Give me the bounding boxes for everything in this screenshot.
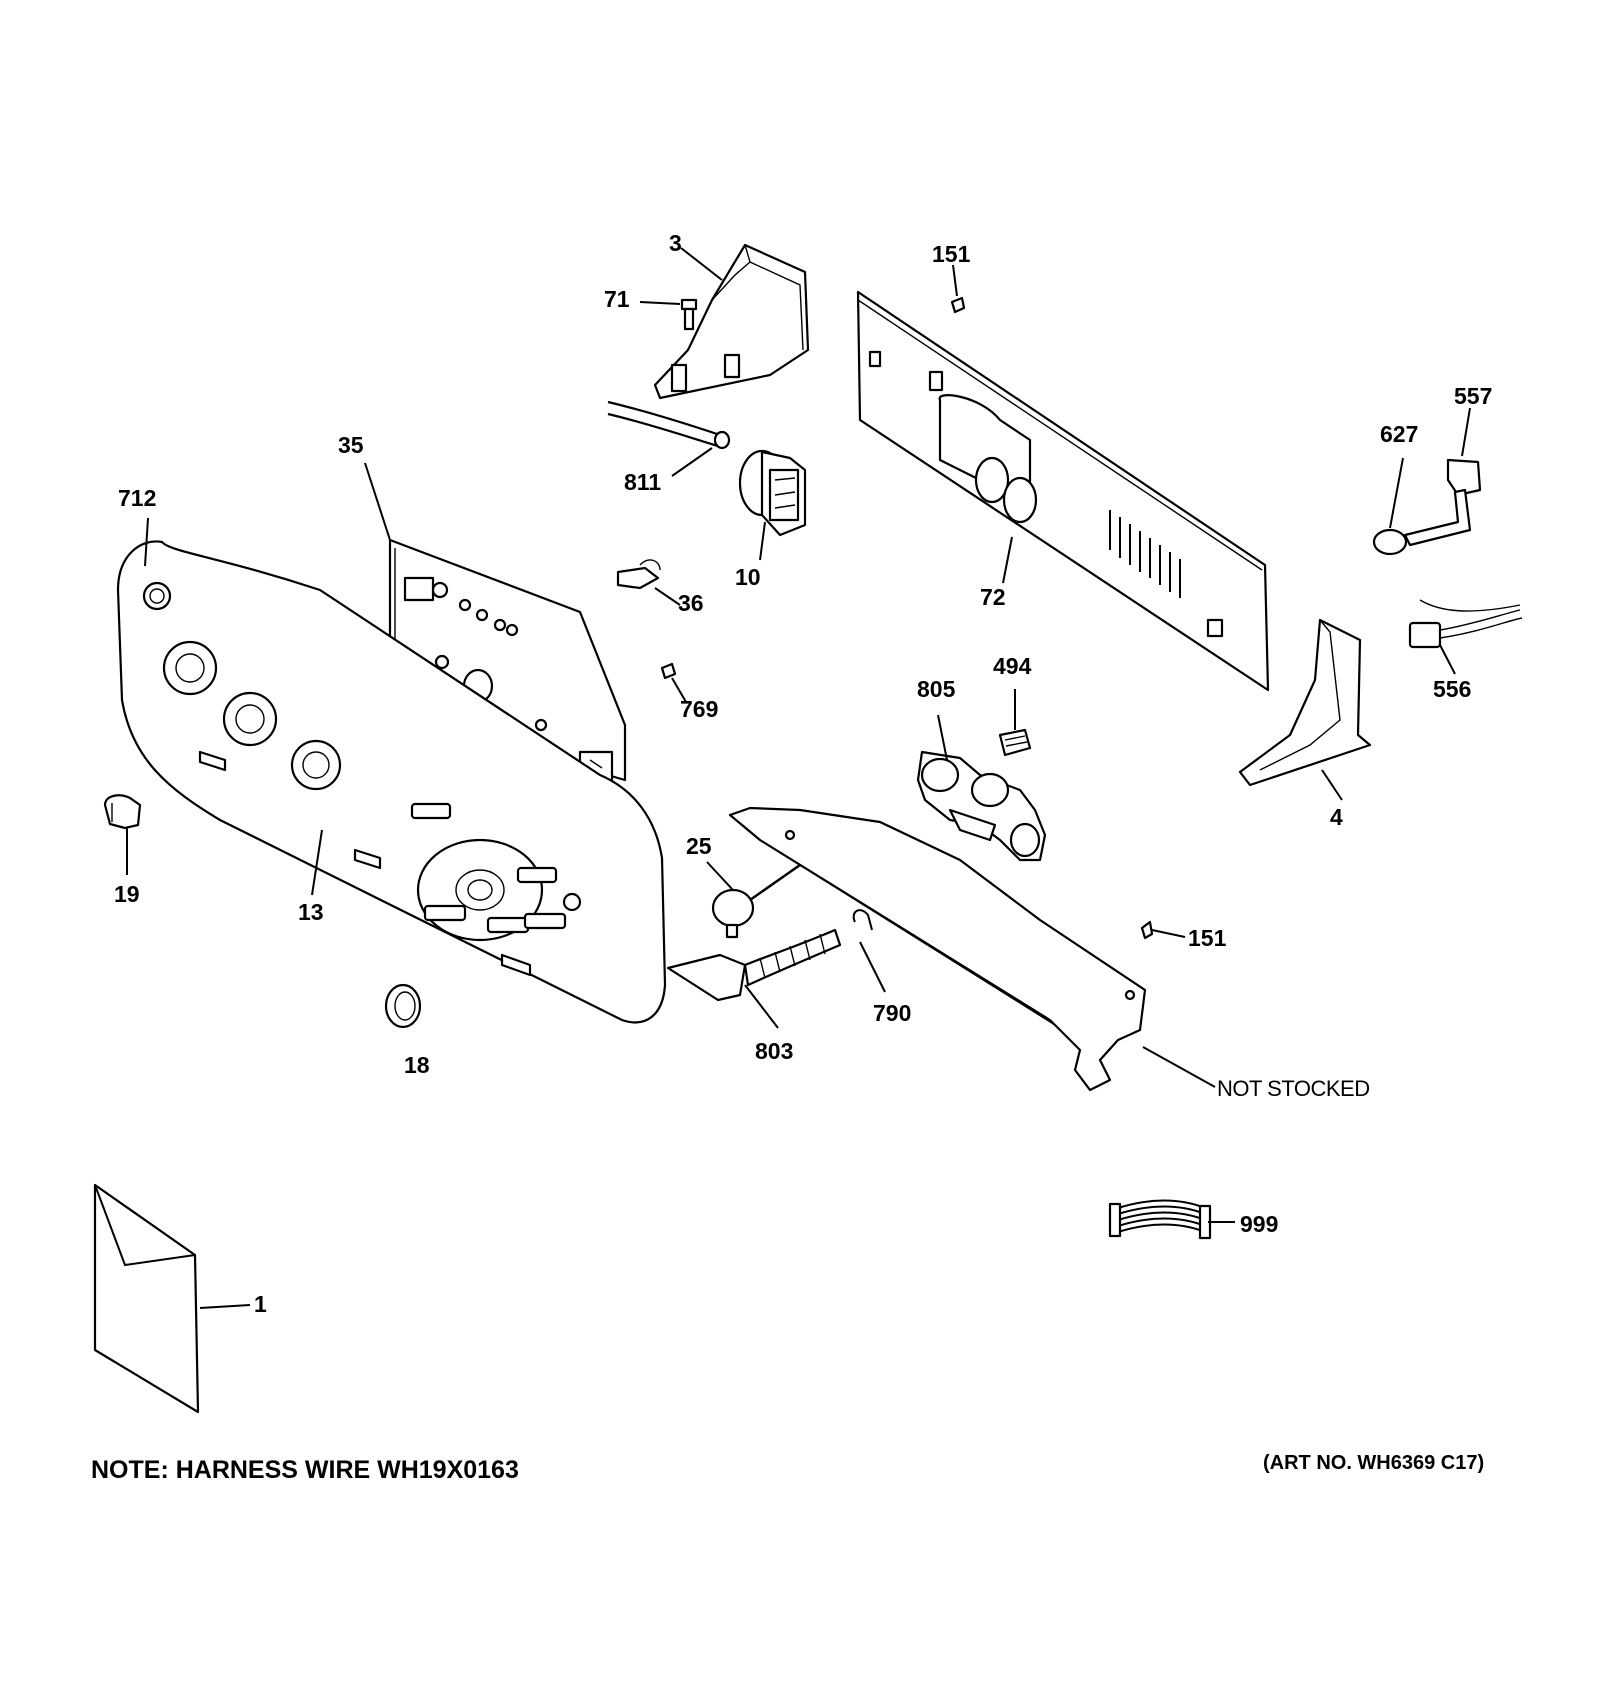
not-stocked-label: NOT STOCKED — [1217, 1076, 1370, 1101]
part-151-screw-top — [950, 296, 966, 314]
callout-71: 71 — [604, 286, 630, 312]
callout-3: 3 — [669, 230, 682, 256]
callout-769: 769 — [680, 696, 719, 722]
part-72-back-panel — [856, 290, 1270, 692]
callout-556: 556 — [1433, 676, 1472, 702]
part-18-ring — [384, 983, 422, 1029]
part-19-knob — [103, 794, 142, 830]
callout-10: 10 — [735, 564, 761, 590]
part-805-water-valve — [916, 750, 1047, 862]
callout-1: 1 — [254, 1291, 267, 1317]
callout-803: 803 — [755, 1038, 794, 1064]
callout-72: 72 — [980, 584, 1006, 610]
callout-494: 494 — [993, 653, 1032, 679]
callout-25: 25 — [686, 833, 712, 859]
part-25-air-dome — [711, 863, 801, 939]
part-4-end-bracket — [1238, 618, 1372, 787]
callout-151-right: 151 — [1188, 925, 1227, 951]
callout-35: 35 — [338, 432, 364, 458]
callout-151-top: 151 — [932, 241, 971, 267]
part-769-screw — [660, 662, 677, 680]
part-557-power-cord — [1403, 458, 1482, 547]
callout-712: 712 — [118, 485, 157, 511]
harness-note: NOTE: HARNESS WIRE WH19X0163 — [91, 1456, 519, 1484]
callout-557: 557 — [1454, 383, 1493, 409]
part-803-bracket — [666, 928, 842, 1002]
part-494-connector — [998, 728, 1032, 757]
art-number: (ART NO. WH6369 C17) — [1263, 1452, 1485, 1474]
part-10-pressure-switch — [738, 449, 807, 537]
callout-999: 999 — [1240, 1211, 1279, 1237]
callout-19: 19 — [114, 881, 140, 907]
part-3-end-bracket — [653, 243, 810, 400]
part-1-manual — [93, 1183, 200, 1414]
callout-18: 18 — [404, 1052, 430, 1078]
not-stocked-rail — [728, 806, 1147, 1092]
part-13-console-panel — [116, 540, 667, 1024]
part-790-clip — [852, 909, 873, 931]
part-556-wire-connector — [1408, 599, 1523, 649]
callout-13: 13 — [298, 899, 324, 925]
leader-lines — [126, 247, 1471, 1309]
part-151-screw-right — [1140, 920, 1154, 940]
callout-36: 36 — [678, 590, 704, 616]
part-627-plug — [1372, 528, 1408, 556]
part-999-harness — [1108, 1199, 1212, 1240]
part-36-connector — [616, 559, 661, 590]
callout-811: 811 — [624, 469, 662, 495]
callout-790: 790 — [873, 1000, 912, 1026]
callout-4: 4 — [1330, 804, 1343, 830]
part-71-screw — [680, 298, 698, 331]
part-811-hose — [607, 400, 731, 450]
callout-805: 805 — [917, 676, 956, 702]
callout-627: 627 — [1380, 421, 1419, 447]
